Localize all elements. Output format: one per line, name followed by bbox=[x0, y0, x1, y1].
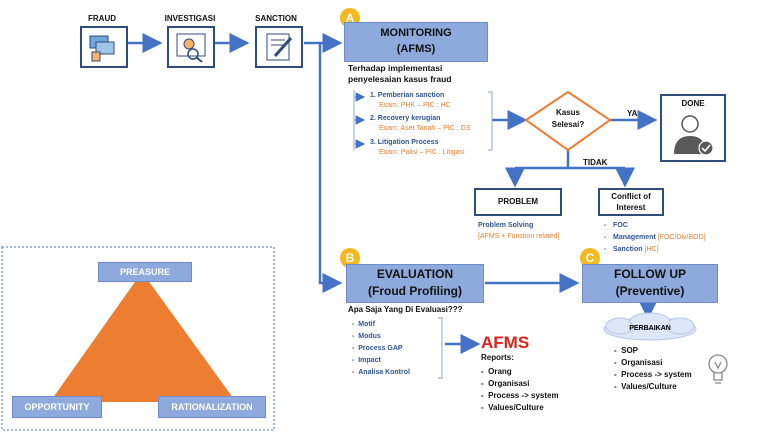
eval-item-2: - Modus bbox=[352, 333, 381, 340]
monitoring-item-3-example: Exam: Polisi – PIC : Litigasi bbox=[379, 149, 465, 156]
lightbulb-icon bbox=[708, 354, 728, 384]
triangle-top-label: PREASURE bbox=[98, 262, 192, 282]
conflict-bullet-3: - bbox=[604, 246, 607, 253]
followup-item-1: - SOP bbox=[614, 346, 639, 355]
done-label: DONE bbox=[681, 99, 705, 108]
problem-detail: [AFMS + Function related] bbox=[478, 233, 560, 240]
eval-item-4: - Impact bbox=[352, 357, 381, 364]
monitoring-item-3: 3. Litigation Process bbox=[370, 139, 439, 146]
fraud-triangle bbox=[50, 272, 236, 402]
person-check-icon bbox=[674, 115, 714, 156]
monitoring-right-bracket bbox=[488, 91, 493, 151]
monitoring-header: MONITORING (AFMS) bbox=[344, 22, 488, 62]
monitoring-item-2: 2. Recovery kerugian bbox=[370, 115, 441, 122]
followup-item-2: - Organisasi bbox=[614, 358, 663, 367]
eval-item-3: - Process GAP bbox=[352, 345, 403, 352]
afms-item-2: - Organisasi bbox=[481, 379, 530, 388]
decision-line-2: Selesai? bbox=[551, 120, 585, 129]
fraud-icon bbox=[80, 26, 128, 68]
conflict-bullet-1: - bbox=[604, 222, 607, 229]
afms-item-1: - Orang bbox=[481, 367, 512, 376]
eval-item-1: - Motif bbox=[352, 321, 375, 328]
sanction-label: SANCTION bbox=[255, 14, 297, 23]
monitoring-desc-1: Terhadap implementasi bbox=[348, 63, 443, 73]
afms-item-3: - Process -> system bbox=[481, 391, 559, 400]
fraud-label: FRAUD bbox=[88, 14, 116, 23]
monitoring-title: MONITORING bbox=[380, 27, 452, 39]
evaluation-title: EVALUATION bbox=[376, 267, 454, 281]
followup-header: FOLLOW UP (Preventive) bbox=[582, 264, 718, 303]
conflict-box: Conflict of Interest bbox=[598, 188, 664, 216]
evaluation-subtitle: (Froud Profiling) bbox=[368, 284, 462, 298]
conflict-title-2: Interest bbox=[616, 203, 646, 212]
evaluation-header: EVALUATION (Froud Profiling) bbox=[346, 264, 484, 303]
conflict-bullet-2: - bbox=[604, 234, 607, 241]
decision-yes: YA bbox=[627, 109, 638, 118]
problem-solving: Problem Solving bbox=[478, 222, 534, 229]
perbaikan-cloud bbox=[603, 312, 697, 341]
problem-box: PROBLEM bbox=[474, 188, 562, 216]
conflict-item-2: Management [FOC/Div/BOD] bbox=[613, 234, 706, 241]
monitoring-subtitle: (AFMS) bbox=[396, 43, 436, 55]
decision-diamond bbox=[524, 90, 612, 152]
afms-reports-label: Reports: bbox=[481, 353, 514, 362]
eval-bracket bbox=[438, 317, 443, 379]
afms-title: AFMS bbox=[481, 333, 530, 352]
done-box: DONE bbox=[660, 94, 726, 162]
perbaikan-label: PERBAIKAN bbox=[629, 325, 671, 332]
evaluation-question: Apa Saja Yang Di Evaluasi??? bbox=[348, 305, 463, 314]
badge-c: C bbox=[580, 248, 600, 268]
followup-item-4: - Values/Culture bbox=[614, 382, 677, 391]
followup-item-3: - Process -> system bbox=[614, 370, 692, 379]
triangle-left-label: OPPORTUNITY bbox=[12, 396, 102, 418]
conflict-item-3: Sanction [HC] bbox=[613, 246, 659, 253]
conflict-item-1: FOC bbox=[613, 222, 628, 229]
followup-title: FOLLOW UP bbox=[614, 267, 686, 281]
triangle-right-label: RATIONALIZATION bbox=[158, 396, 266, 418]
decision-no: TIDAK bbox=[583, 158, 608, 167]
monitoring-item-1: 1. Pemberian sanction bbox=[370, 92, 445, 99]
eval-item-5: - Analisa Kontrol bbox=[352, 369, 410, 376]
monitoring-item-1-example: Exam: PHK – PIC : HC bbox=[379, 102, 451, 109]
problem-title: PROBLEM bbox=[498, 197, 538, 206]
afms-item-4: - Values/Culture bbox=[481, 403, 544, 412]
sanction-icon bbox=[255, 26, 303, 68]
arrow-to-evaluation bbox=[318, 43, 343, 293]
triangle-frame bbox=[1, 246, 275, 431]
monitoring-item-2-example: Exam: Aset Tanah – PIC : GS bbox=[379, 125, 471, 132]
decision-line-1: Kasus bbox=[555, 108, 580, 117]
investigasi-label: INVESTIGASI bbox=[164, 14, 216, 23]
conflict-title-1: Conflict of bbox=[611, 192, 651, 201]
followup-subtitle: (Preventive) bbox=[615, 284, 685, 298]
badge-b: B bbox=[340, 248, 360, 268]
investigasi-icon bbox=[167, 26, 215, 68]
monitoring-desc-2: penyelesaian kasus fraud bbox=[348, 74, 452, 84]
